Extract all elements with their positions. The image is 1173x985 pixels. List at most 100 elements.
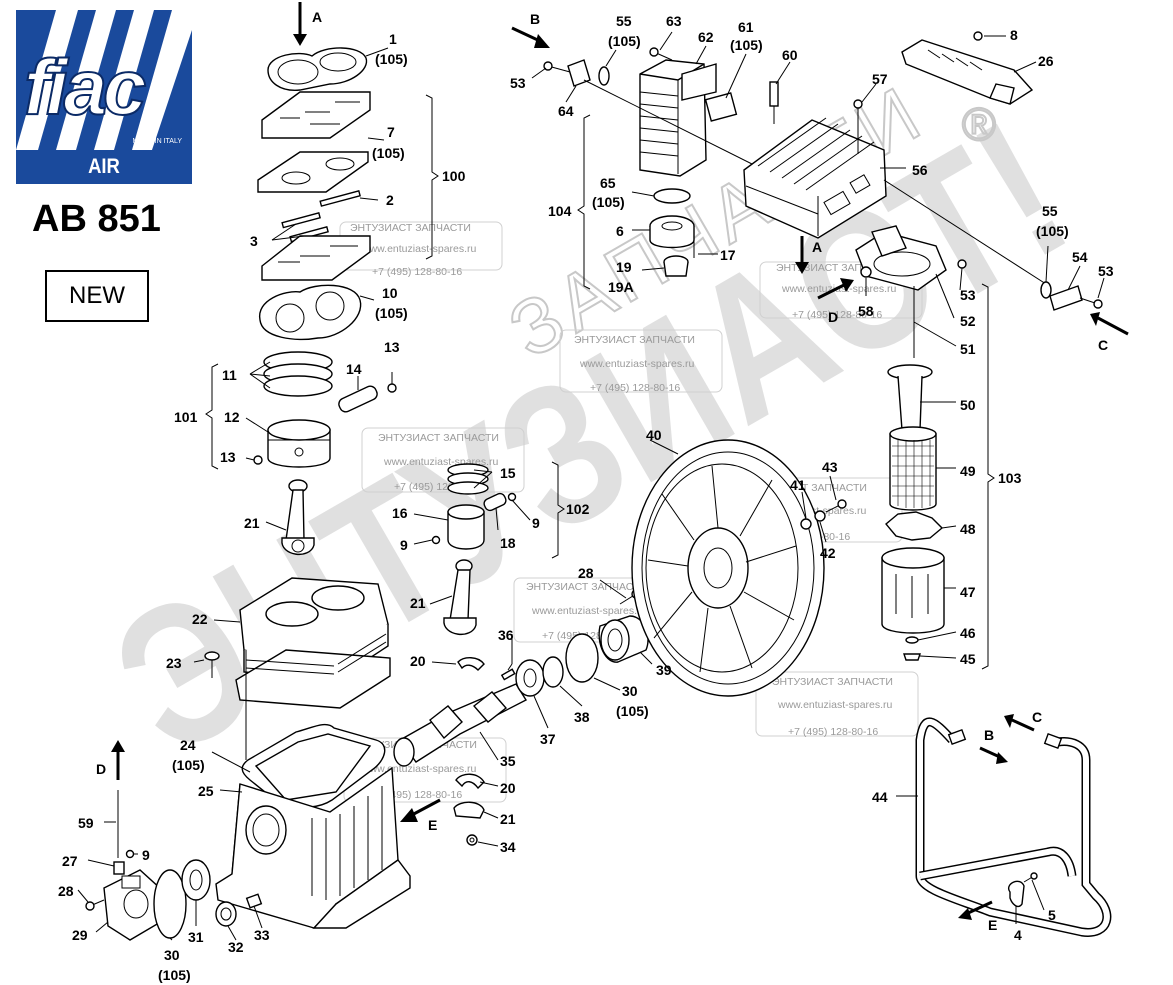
callout-41: 41: [790, 477, 806, 493]
arrow-label: C: [1098, 337, 1108, 353]
o-ring-55a: [598, 66, 610, 86]
piston-pin-18: [483, 492, 507, 512]
valve-gasket-7: [257, 151, 369, 193]
delivery-pipe-44: [915, 717, 1112, 937]
bolt-43: [825, 499, 847, 513]
arrow-label: D: [828, 309, 838, 325]
callout-31: 31: [188, 929, 204, 945]
valve-plate-top: [261, 91, 371, 139]
callout-9a: 9: [400, 537, 408, 553]
nut-58: [860, 266, 872, 278]
callout-6: 6: [616, 223, 624, 239]
piston-16: [447, 511, 485, 550]
callout-44: 44: [872, 789, 888, 805]
callout-8: 8: [1010, 27, 1018, 43]
callout-26: 26: [1038, 53, 1054, 69]
washer-46: [905, 636, 919, 644]
callout-labels: 1 (105) 7 (105) 2 3 10 (105) 100 11 14 1…: [58, 13, 1114, 983]
reed-valve-2: [319, 190, 361, 207]
callout-43: 43: [822, 459, 838, 475]
callout-63: 63: [666, 13, 682, 29]
o-ring-38: [542, 656, 564, 688]
valve-plate-assembly: [257, 47, 371, 341]
arrow-e-mid: E: [400, 798, 441, 833]
arrow-c-right: C: [1090, 312, 1129, 353]
callout-13a: 13: [384, 339, 400, 355]
callout-30b: 30: [164, 947, 180, 963]
bearing-shell-20a: [457, 657, 485, 671]
screw-28b: [85, 899, 105, 911]
stamp-phone: +7 (495) 128-80-16: [590, 382, 680, 394]
callout-33: 33: [254, 927, 270, 943]
bearing-flange-39: [598, 615, 649, 663]
callout-55a: 55: [616, 13, 632, 29]
circlip-13a: [387, 383, 397, 393]
stamp-url: www.entuziast-spares.ru: [361, 243, 477, 255]
watermark: ЭНТУЗИАСТ! ЗАПЧАСТИ ® ЭНТУЗИАСТ ЗАПЧАСТИ…: [80, 66, 1101, 803]
callout-101: 101: [174, 409, 198, 425]
callout-61-qty: (105): [730, 37, 763, 53]
o-ring-30: [565, 633, 599, 683]
stamp-phone: +7 (495) 128-80-16: [372, 266, 462, 278]
callout-60: 60: [782, 47, 798, 63]
valve-19: [663, 255, 689, 277]
cylinder-head-56: [743, 117, 887, 239]
delivery-line: [583, 79, 761, 169]
delivery-line-right: [883, 179, 1047, 285]
callout-22: 22: [192, 611, 208, 627]
callout-18: 18: [500, 535, 516, 551]
callout-7-qty: (105): [372, 145, 405, 161]
callout-12: 12: [224, 409, 240, 425]
callout-9c: 9: [142, 847, 150, 863]
screw-5: [1023, 872, 1038, 883]
screw-63: [649, 47, 673, 61]
stamp-url: www.entuziast-spares.ru: [579, 358, 695, 370]
filter-disc-48: [885, 511, 944, 541]
screw-53a: [543, 61, 571, 73]
callout-28a: 28: [578, 565, 594, 581]
arrow-d-left: D: [96, 740, 125, 780]
callout-20a: 20: [410, 653, 426, 669]
filter-sleeve-50: [887, 364, 933, 431]
filter-element-49: [889, 426, 937, 511]
callout-30b-qty: (105): [158, 967, 191, 983]
bolt-23: [204, 651, 220, 678]
o-ring-30b: [153, 869, 187, 939]
callout-49: 49: [960, 463, 976, 479]
callout-55b: 55: [1042, 203, 1058, 219]
callout-53a: 53: [510, 75, 526, 91]
callout-21b: 21: [410, 595, 426, 611]
arrow-label: A: [312, 9, 322, 25]
callout-53c: 53: [960, 287, 976, 303]
logo-tagline: AIR COMPRESSORS: [26, 150, 182, 212]
watermark-stamp: ЭНТУЗИАСТ ЗАПЧАСТИ www.entuziast-spares.…: [559, 329, 723, 394]
callout-14: 14: [346, 361, 362, 377]
callout-65-qty: (105): [592, 194, 625, 210]
callout-19a: 19A: [608, 279, 634, 295]
arrow-label: B: [530, 11, 540, 27]
callout-55b-qty: (105): [1036, 223, 1069, 239]
callout-55a-qty: (105): [608, 33, 641, 49]
callout-103: 103: [998, 470, 1022, 486]
callout-17: 17: [720, 247, 736, 263]
arrow-d-mid: D: [817, 278, 854, 325]
callout-51: 51: [960, 341, 976, 357]
callout-39: 39: [656, 662, 672, 678]
callout-3: 3: [250, 233, 258, 249]
callout-35: 35: [500, 753, 516, 769]
stamp-name: ЭНТУЗИАСТ ЗАПЧАСТИ: [378, 432, 499, 444]
arrow-label: B: [984, 727, 994, 743]
arrow-c-pipe: C: [1004, 709, 1042, 732]
bearing-37: [515, 659, 545, 697]
callout-1-qty: (105): [375, 51, 408, 67]
safety-valve-60: [769, 81, 779, 124]
nut-34: [466, 834, 478, 846]
conrod-cap-21: [453, 801, 485, 819]
callout-27: 27: [62, 853, 78, 869]
stamp-name: ЭНТУЗИАСТ ЗАПЧАСТИ: [574, 334, 695, 346]
flow-arrows: A B A D C D E: [96, 2, 1129, 933]
cover-29: [103, 869, 165, 941]
filter-body-52: [855, 225, 947, 291]
callout-21c: 21: [500, 811, 516, 827]
